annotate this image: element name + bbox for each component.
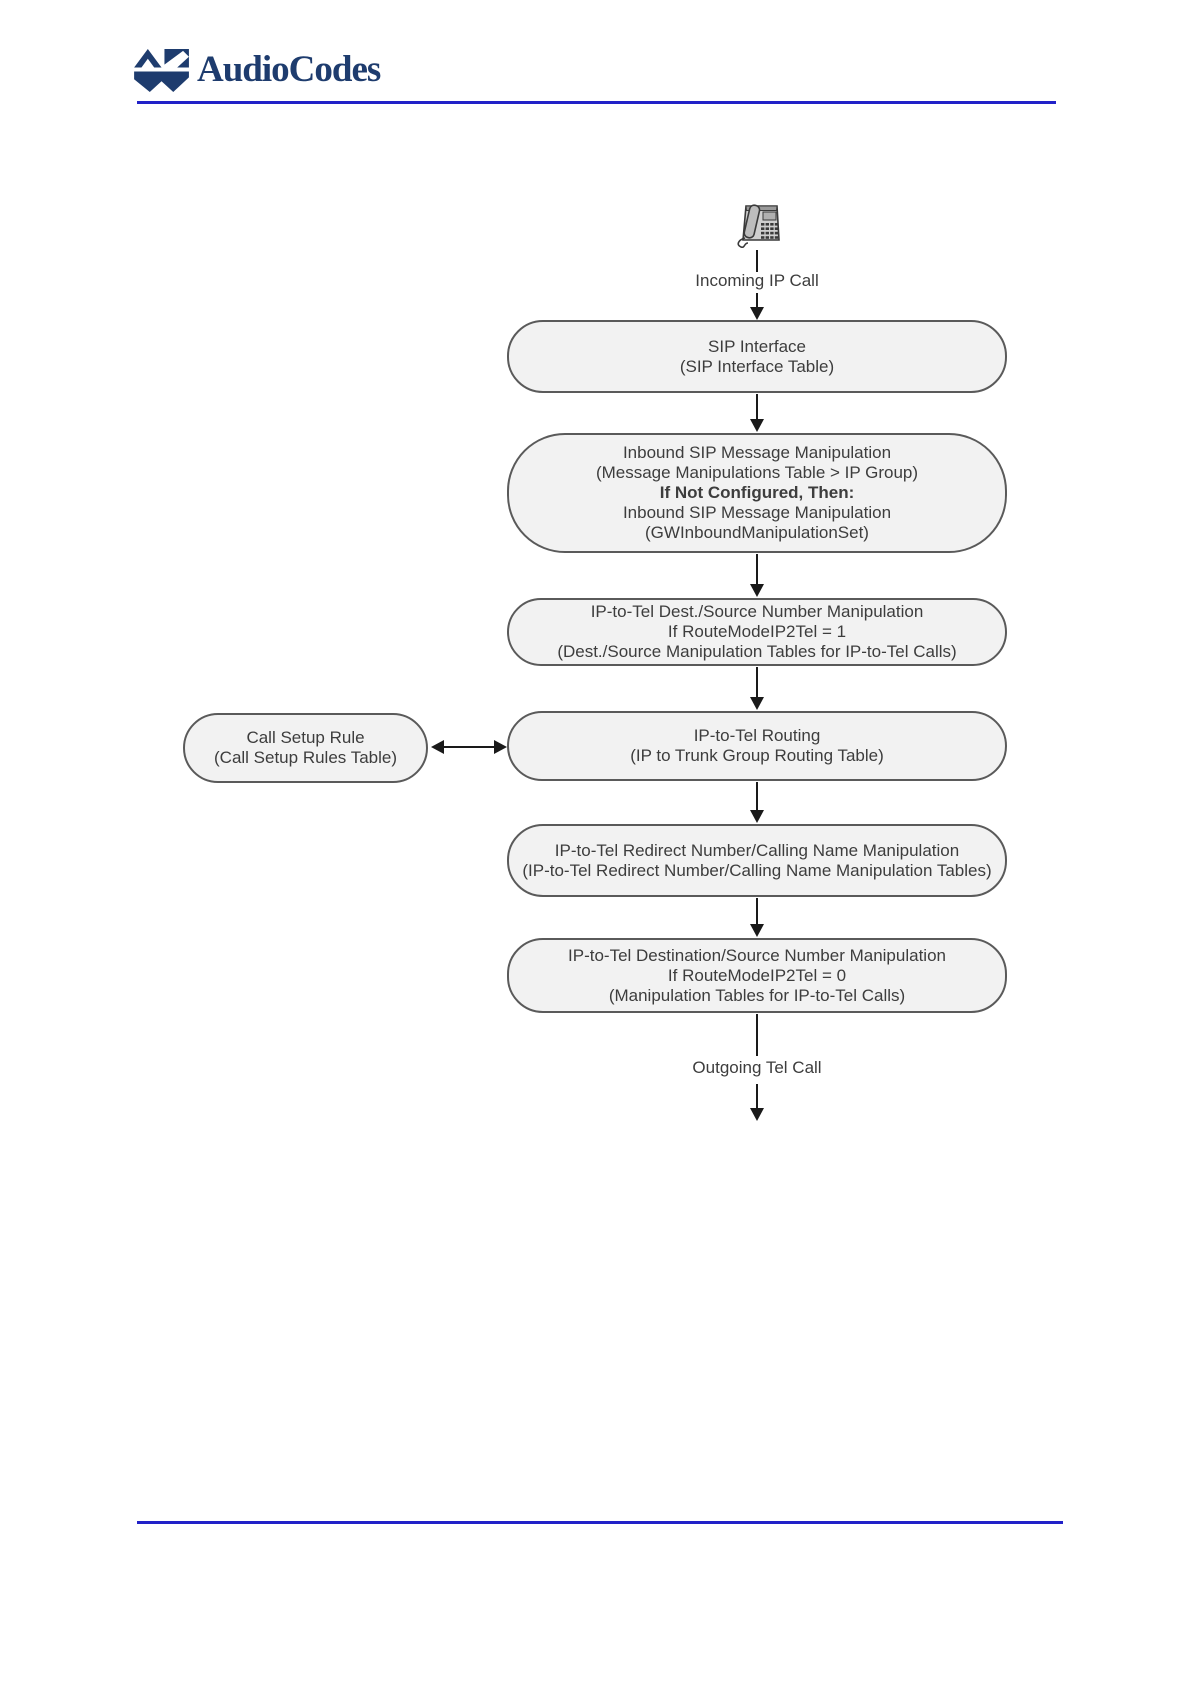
arrow-to-redirect-manipulation <box>750 782 764 823</box>
flow-box-inbound-sip-message-manipulation: Inbound SIP Message Manipulation (Messag… <box>507 433 1007 553</box>
box-text-line: IP-to-Tel Dest./Source Number Manipulati… <box>590 602 924 621</box>
flow-box-ip-to-tel-dest-source-manipulation-route0: IP-to-Tel Destination/Source Number Mani… <box>507 938 1007 1013</box>
flow-box-ip-to-tel-dest-source-manipulation-route1: IP-to-Tel Dest./Source Number Manipulati… <box>507 598 1007 666</box>
box-text-line: IP-to-Tel Redirect Number/Calling Name M… <box>554 840 960 860</box>
box-text-line: (IP-to-Tel Redirect Number/Calling Name … <box>522 860 992 880</box>
box-text-line: (Manipulation Tables for IP-to-Tel Calls… <box>608 985 906 1005</box>
flow-box-sip-interface: SIP Interface (SIP Interface Table) <box>507 320 1007 393</box>
box-text-line: (GWInboundManipulationSet) <box>645 523 869 542</box>
arrow-to-inbound-manipulation <box>750 394 764 432</box>
flow-box-ip-to-tel-routing: IP-to-Tel Routing (IP to Trunk Group Rou… <box>507 711 1007 781</box>
footer-divider-line <box>137 1521 1063 1524</box>
arrow-to-sip-interface <box>750 293 764 320</box>
audiocodes-logo-icon <box>134 48 189 93</box>
header-divider-line <box>137 101 1056 104</box>
connector-outgoing-stem <box>756 1014 758 1056</box>
box-text-line: Inbound SIP Message Manipulation <box>622 503 892 522</box>
box-text-line: (Dest./Source Manipulation Tables for IP… <box>557 642 957 661</box>
audiocodes-logo: AudioCodes <box>134 47 381 93</box>
box-text-line: If Not Configured, Then: <box>659 483 855 502</box>
box-text-line: If RouteModeIP2Tel = 1 <box>667 622 847 641</box>
arrow-outgoing-tel-call <box>750 1084 764 1121</box>
box-text-line: (SIP Interface Table) <box>679 356 835 376</box>
flow-box-ip-to-tel-redirect-calling-name-manipulation: IP-to-Tel Redirect Number/Calling Name M… <box>507 824 1007 897</box>
incoming-ip-call-label: Incoming IP Call <box>695 271 819 290</box>
box-text-line: Inbound SIP Message Manipulation <box>622 443 892 462</box>
box-text-line: Call Setup Rule <box>246 728 365 747</box>
box-text-line: If RouteModeIP2Tel = 0 <box>667 965 847 985</box>
box-text-line: IP-to-Tel Destination/Source Number Mani… <box>568 945 946 965</box>
desk-phone-icon <box>737 204 780 249</box>
arrow-to-dest-source-manipulation-route0 <box>750 898 764 937</box>
flow-box-call-setup-rule: Call Setup Rule (Call Setup Rules Table) <box>183 713 428 783</box>
box-text-line: (Call Setup Rules Table) <box>214 748 397 767</box>
connector-phone-stem <box>756 250 758 272</box>
box-text-line: (Message Manipulations Table > IP Group) <box>595 463 919 482</box>
arrow-to-dest-source-manipulation-route1 <box>750 554 764 597</box>
audiocodes-logo-text: AudioCodes <box>197 49 381 90</box>
double-arrow-call-setup-to-routing <box>431 740 507 754</box>
arrow-to-ip-to-tel-routing <box>750 667 764 710</box>
box-text-line: SIP Interface <box>708 336 806 356</box>
outgoing-tel-call-label: Outgoing Tel Call <box>692 1058 822 1077</box>
box-text-line: (IP to Trunk Group Routing Table) <box>630 746 884 765</box>
box-text-line: IP-to-Tel Routing <box>693 726 821 745</box>
